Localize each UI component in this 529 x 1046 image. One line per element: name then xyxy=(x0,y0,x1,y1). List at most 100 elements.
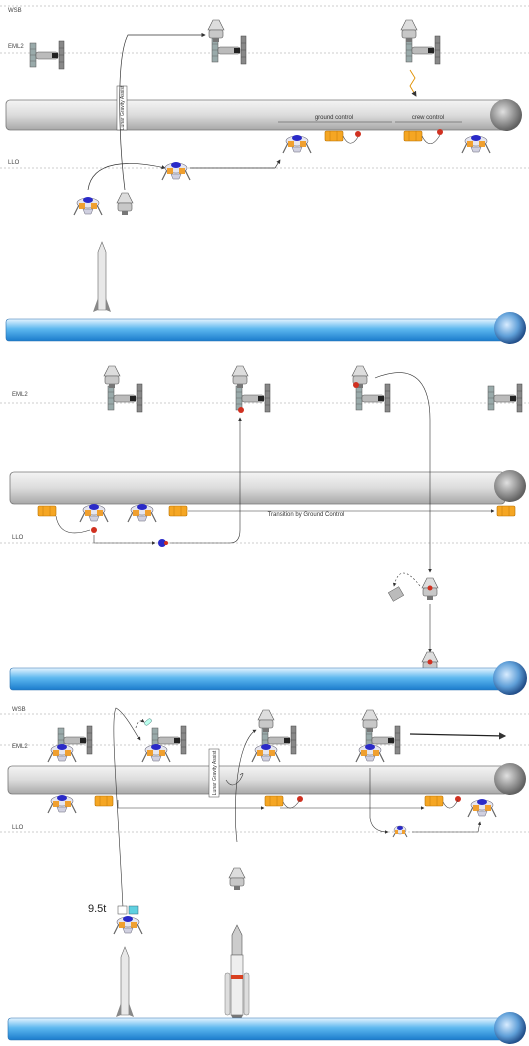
crew-control-label: crew control xyxy=(412,115,444,121)
astronaut-icon xyxy=(164,541,168,545)
svg-text:Lunar Gravity Assist: Lunar Gravity Assist xyxy=(212,750,218,795)
rocket-icon xyxy=(224,924,250,1022)
module-icon xyxy=(168,505,188,517)
lander-icon xyxy=(73,196,103,216)
capsule-icon xyxy=(400,19,418,43)
cargo-box-icon xyxy=(128,905,139,915)
cargo-box-icon xyxy=(117,905,128,915)
service-module-icon xyxy=(387,586,405,602)
lander-icon xyxy=(127,503,157,523)
rocket-icon xyxy=(115,946,135,1018)
earth-bar xyxy=(9,667,508,691)
descent-arrow xyxy=(409,69,417,97)
orbit-label-llo: LLO xyxy=(8,160,20,166)
lander-icon xyxy=(461,134,491,154)
module-icon xyxy=(403,130,423,142)
panel-3: WSB EML2 Lunar Gravity Assist xyxy=(0,707,529,1044)
cargo-pod-icon xyxy=(144,718,152,726)
trajectory-line xyxy=(93,535,156,545)
earth-bar xyxy=(7,1017,511,1041)
capsule-icon xyxy=(103,365,121,389)
astronaut-icon xyxy=(297,796,303,802)
capsule-icon xyxy=(116,192,134,216)
jettison-trajectory xyxy=(392,572,421,587)
module-icon xyxy=(37,505,57,517)
trajectory-line xyxy=(412,821,482,833)
trajectory-line xyxy=(119,32,206,191)
ascent-vehicle-icon xyxy=(158,539,166,547)
panel-1: WSB EML2 LLO Lunar Gravity Assist ground… xyxy=(0,5,529,344)
capsule-icon xyxy=(207,19,225,43)
capsule-icon xyxy=(361,709,379,733)
lander-icon xyxy=(355,743,385,763)
lander-icon xyxy=(141,743,171,763)
module-icon xyxy=(496,505,516,517)
return-trajectory xyxy=(374,372,432,573)
rocket-icon xyxy=(92,241,112,313)
tether-line xyxy=(342,135,359,144)
earth-bar xyxy=(5,318,512,342)
trajectory-line xyxy=(135,718,145,729)
svg-text:Lunar Gravity Assist: Lunar Gravity Assist xyxy=(120,85,126,130)
lander-icon xyxy=(47,743,77,763)
lander-icon xyxy=(113,915,143,935)
moon-icon xyxy=(490,99,522,131)
orbit-label-llo: LLO xyxy=(12,535,24,541)
ground-control-label: ground control xyxy=(315,115,353,121)
moon-icon xyxy=(494,763,526,795)
astronaut-icon xyxy=(455,796,461,802)
gravity-assist-box: Lunar Gravity Assist xyxy=(116,85,128,131)
trajectory-line xyxy=(235,729,257,843)
trajectory-line xyxy=(113,707,141,909)
lander-icon xyxy=(47,794,77,814)
tether-line xyxy=(421,134,441,145)
capsule-icon xyxy=(257,709,275,733)
astronaut-icon xyxy=(353,382,359,388)
orbit-label-eml2: EML2 xyxy=(12,392,28,398)
lander-icon xyxy=(467,798,497,818)
ascent-vehicle-icon xyxy=(392,825,408,838)
departure-arrow xyxy=(409,732,507,740)
gravity-assist-box: Lunar Gravity Assist xyxy=(208,748,220,798)
orbit-label-llo: LLO xyxy=(12,825,24,831)
tether-line xyxy=(442,799,459,809)
tether-line xyxy=(282,799,301,809)
orbit-label-wsb: WSB xyxy=(8,8,22,14)
astronaut-icon xyxy=(91,527,97,533)
lander-icon xyxy=(251,743,281,763)
module-icon xyxy=(324,130,344,142)
trajectory-line xyxy=(190,159,281,169)
trajectory-line xyxy=(87,163,166,191)
astronaut-icon xyxy=(355,131,361,137)
orbit-label-eml2: EML2 xyxy=(8,44,24,50)
earth-icon xyxy=(494,312,526,344)
moon-bar xyxy=(9,471,506,505)
trajectory-line xyxy=(117,800,265,810)
astronaut-icon xyxy=(427,659,433,665)
trajectory-line xyxy=(170,417,242,544)
capsule-icon xyxy=(231,365,249,389)
payload-mass-label: 9.5t xyxy=(88,903,106,915)
capsule-icon xyxy=(228,867,246,891)
panel-2: EML2 LLO Transition by Ground Control xyxy=(0,365,529,695)
astronaut-icon xyxy=(238,407,244,413)
station-icon xyxy=(355,383,391,413)
module-icon xyxy=(94,795,114,807)
station-icon xyxy=(487,383,523,413)
trajectory-line xyxy=(55,515,91,534)
moon-icon xyxy=(494,470,526,502)
station-icon xyxy=(29,40,65,70)
earth-icon xyxy=(493,661,527,695)
astronaut-icon xyxy=(437,129,443,135)
transition-label: Transition by Ground Control xyxy=(268,512,345,518)
station-icon xyxy=(107,383,143,413)
lander-icon xyxy=(282,134,312,154)
orbit-label-eml2: EML2 xyxy=(12,744,28,750)
trajectory-line xyxy=(369,768,389,834)
lander-icon xyxy=(79,503,109,523)
module-icon xyxy=(424,795,444,807)
earth-icon xyxy=(494,1012,526,1044)
orbit-label-wsb: WSB xyxy=(12,707,26,713)
lander-icon xyxy=(161,161,191,181)
